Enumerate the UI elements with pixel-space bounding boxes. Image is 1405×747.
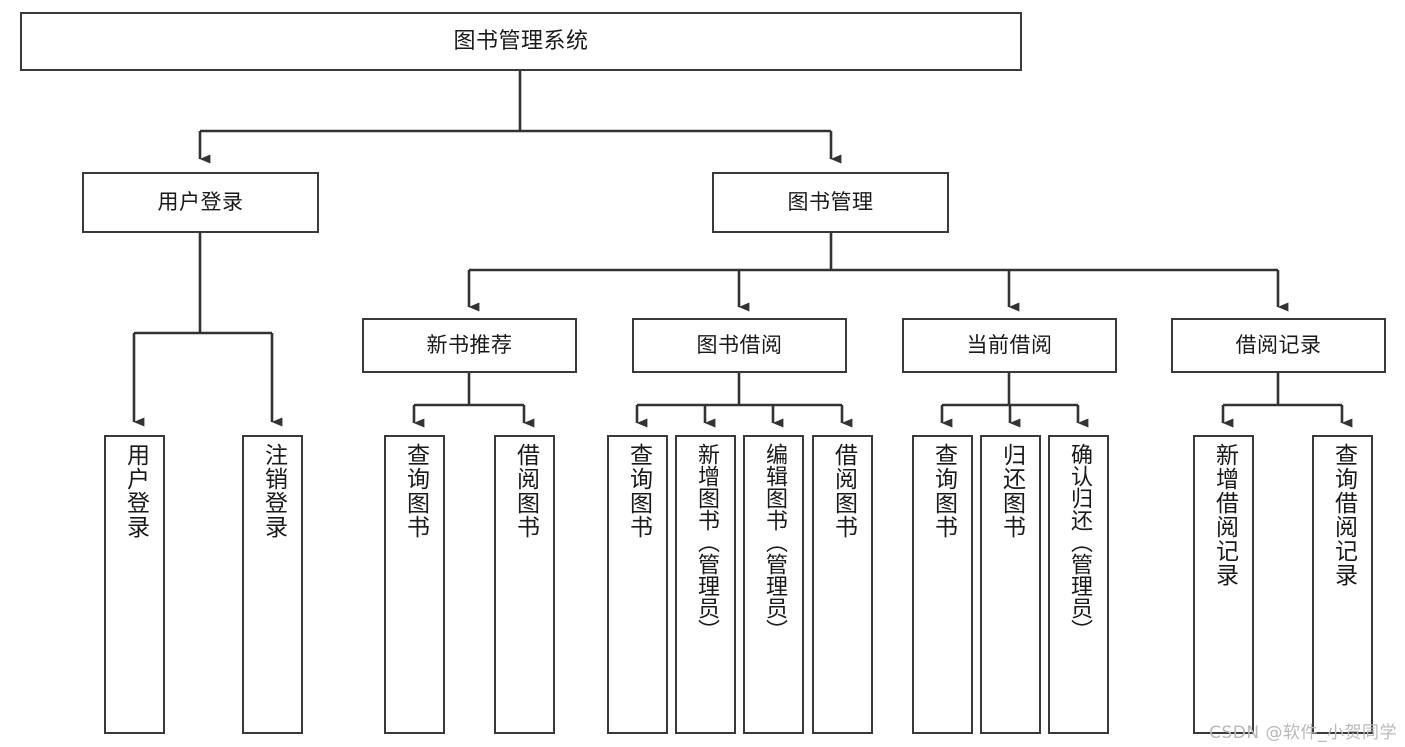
node-label: 查询借阅记录 <box>1330 443 1357 587</box>
node-label: 当前借阅 <box>966 333 1053 358</box>
node-label: 借阅图书 <box>830 443 857 539</box>
node-leaf-query-borrow-record[interactable]: 查询借阅记录 <box>1312 435 1373 734</box>
node-label: 新增图书（管理员） <box>693 443 719 641</box>
node-label: 用户登录 <box>122 443 149 539</box>
node-leaf-query-book-3[interactable]: 查询图书 <box>912 435 973 734</box>
node-leaf-query-book-2[interactable]: 查询图书 <box>607 435 668 734</box>
node-root-book-management-system[interactable]: 图书管理系统 <box>20 12 1022 71</box>
node-book-borrow[interactable]: 图书借阅 <box>632 318 847 373</box>
node-label: 新书推荐 <box>426 333 513 358</box>
node-leaf-add-book[interactable]: 新增图书（管理员） <box>675 435 736 734</box>
node-leaf-return-book[interactable]: 归还图书 <box>980 435 1041 734</box>
node-label: 借阅图书 <box>512 443 539 539</box>
node-new-book-recommend[interactable]: 新书推荐 <box>362 318 577 373</box>
node-label: 查询图书 <box>625 443 652 539</box>
node-label: 查询图书 <box>930 443 957 539</box>
node-label: 图书借阅 <box>696 333 783 358</box>
node-user-login[interactable]: 用户登录 <box>82 172 319 233</box>
node-label: 新增借阅记录 <box>1211 443 1238 587</box>
node-label: 用户登录 <box>157 190 244 215</box>
node-label: 图书管理 <box>787 190 874 215</box>
node-current-borrow[interactable]: 当前借阅 <box>902 318 1117 373</box>
node-leaf-logout[interactable]: 注销登录 <box>242 435 303 734</box>
node-book-management[interactable]: 图书管理 <box>712 172 949 233</box>
node-label: 归还图书 <box>998 443 1025 539</box>
node-label: 借阅记录 <box>1235 333 1322 358</box>
node-label: 注销登录 <box>260 443 287 539</box>
node-label: 查询图书 <box>402 443 429 539</box>
node-borrow-record[interactable]: 借阅记录 <box>1171 318 1386 373</box>
node-leaf-query-book-1[interactable]: 查询图书 <box>384 435 445 734</box>
node-leaf-borrow-book-1[interactable]: 借阅图书 <box>494 435 555 734</box>
node-leaf-edit-book[interactable]: 编辑图书（管理员） <box>743 435 804 734</box>
node-leaf-add-borrow-record[interactable]: 新增借阅记录 <box>1193 435 1254 734</box>
node-label: 图书管理系统 <box>453 28 589 54</box>
node-leaf-login[interactable]: 用户登录 <box>104 435 165 734</box>
node-label: 确认归还（管理员） <box>1066 443 1092 641</box>
node-label: 编辑图书（管理员） <box>761 443 787 641</box>
node-leaf-confirm-return[interactable]: 确认归还（管理员） <box>1048 435 1109 734</box>
node-leaf-borrow-book-2[interactable]: 借阅图书 <box>812 435 873 734</box>
